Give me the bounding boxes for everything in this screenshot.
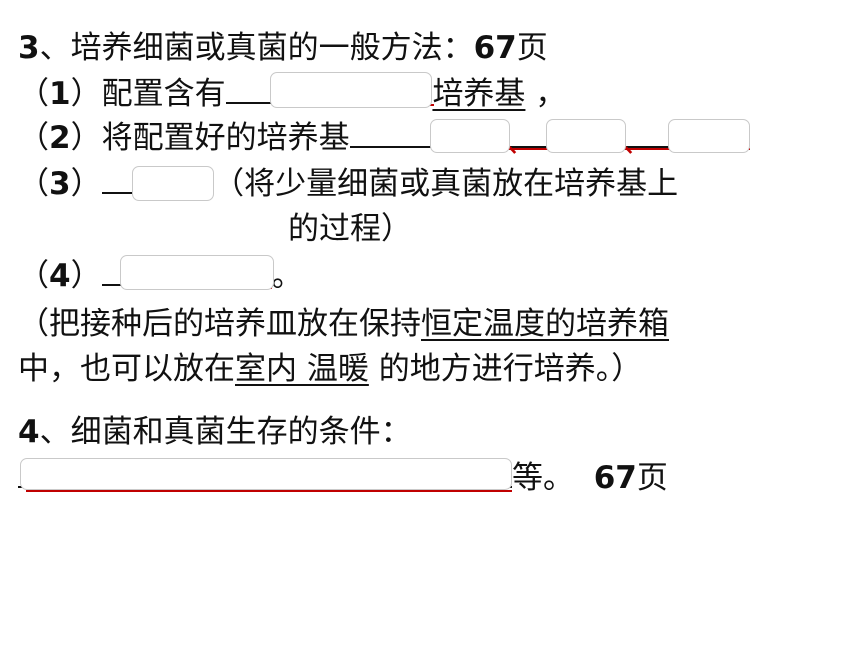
answer-mask-step2-a[interactable]: [430, 119, 510, 153]
step2-number: 2: [49, 120, 71, 156]
note-line2-answer: 室内 温暖: [235, 351, 369, 387]
section4-answer-end: 等。: [512, 460, 574, 496]
section3-title-text: 、培养细菌或真菌的一般方法：: [39, 30, 474, 66]
step1-prefix: ）配置含有: [70, 76, 226, 112]
section4-title: 4、细菌和真菌生存的条件：: [18, 412, 412, 452]
section3-page-unit: 页: [516, 30, 548, 66]
note-line-1: （把接种后的培养皿放在保持恒定温度的培养箱: [18, 304, 669, 344]
step2-separator-2: 、: [622, 125, 652, 160]
section3-title: 3、培养细菌或真菌的一般方法：67页: [18, 28, 548, 68]
section4-number: 4: [18, 414, 40, 450]
step4-end: 。: [271, 258, 303, 294]
section4-page-unit: 页: [636, 460, 668, 496]
step3-number: 3: [49, 166, 71, 202]
section3-number: 3: [18, 30, 40, 66]
step2-prefix: ）将配置好的培养基: [70, 120, 350, 156]
answer-mask-section4[interactable]: [20, 458, 512, 490]
section3-page-number: 67: [473, 30, 517, 66]
answer-mask-step1[interactable]: [270, 72, 432, 108]
note-line1-answer: 恒定温度的培养箱: [421, 306, 669, 342]
step2-blank: [349, 118, 675, 148]
note-line1-prefix: （把接种后的培养皿放在保持: [18, 306, 421, 342]
note-line2-end: 的地方进行培养。）: [378, 351, 643, 387]
step4-paren-close: ）: [70, 258, 102, 294]
step3-end: ，（将少量细菌或真菌放在培养基上: [197, 166, 679, 202]
section4-title-text: 、细菌和真菌生存的条件：: [39, 414, 412, 450]
answer-mask-step2-b[interactable]: [546, 119, 626, 153]
answer-mask-step3[interactable]: [132, 166, 214, 201]
paren-open: （: [18, 166, 49, 202]
answer-mask-step4[interactable]: [120, 255, 274, 290]
step2-separator-1: 、: [506, 125, 536, 160]
paren-open: （: [18, 76, 49, 112]
step1-number: 1: [49, 76, 71, 112]
step4-number: 4: [49, 258, 71, 294]
step4-line: （4） 。: [18, 256, 303, 296]
answer-mask-step2-c[interactable]: [668, 119, 750, 153]
section4-page-number: 67: [593, 460, 637, 496]
step3-line: （3） ，（将少量细菌或真菌放在培养基上: [18, 164, 678, 204]
note-line2-prefix: 中，也可以放在: [18, 351, 235, 387]
step3-cont-text: 的过程）: [288, 211, 412, 247]
note-line-2: 中，也可以放在室内 温暖 的地方进行培养。）: [18, 349, 642, 389]
step1-end: ，: [535, 76, 567, 112]
section4-red-trace: [26, 490, 512, 492]
paren-open: （: [18, 120, 49, 156]
step3-paren-close: ）: [70, 166, 102, 202]
step3-continuation: 的过程）: [288, 209, 412, 249]
paren-open: （: [18, 258, 49, 294]
step1-answer: 培养基: [432, 76, 526, 112]
